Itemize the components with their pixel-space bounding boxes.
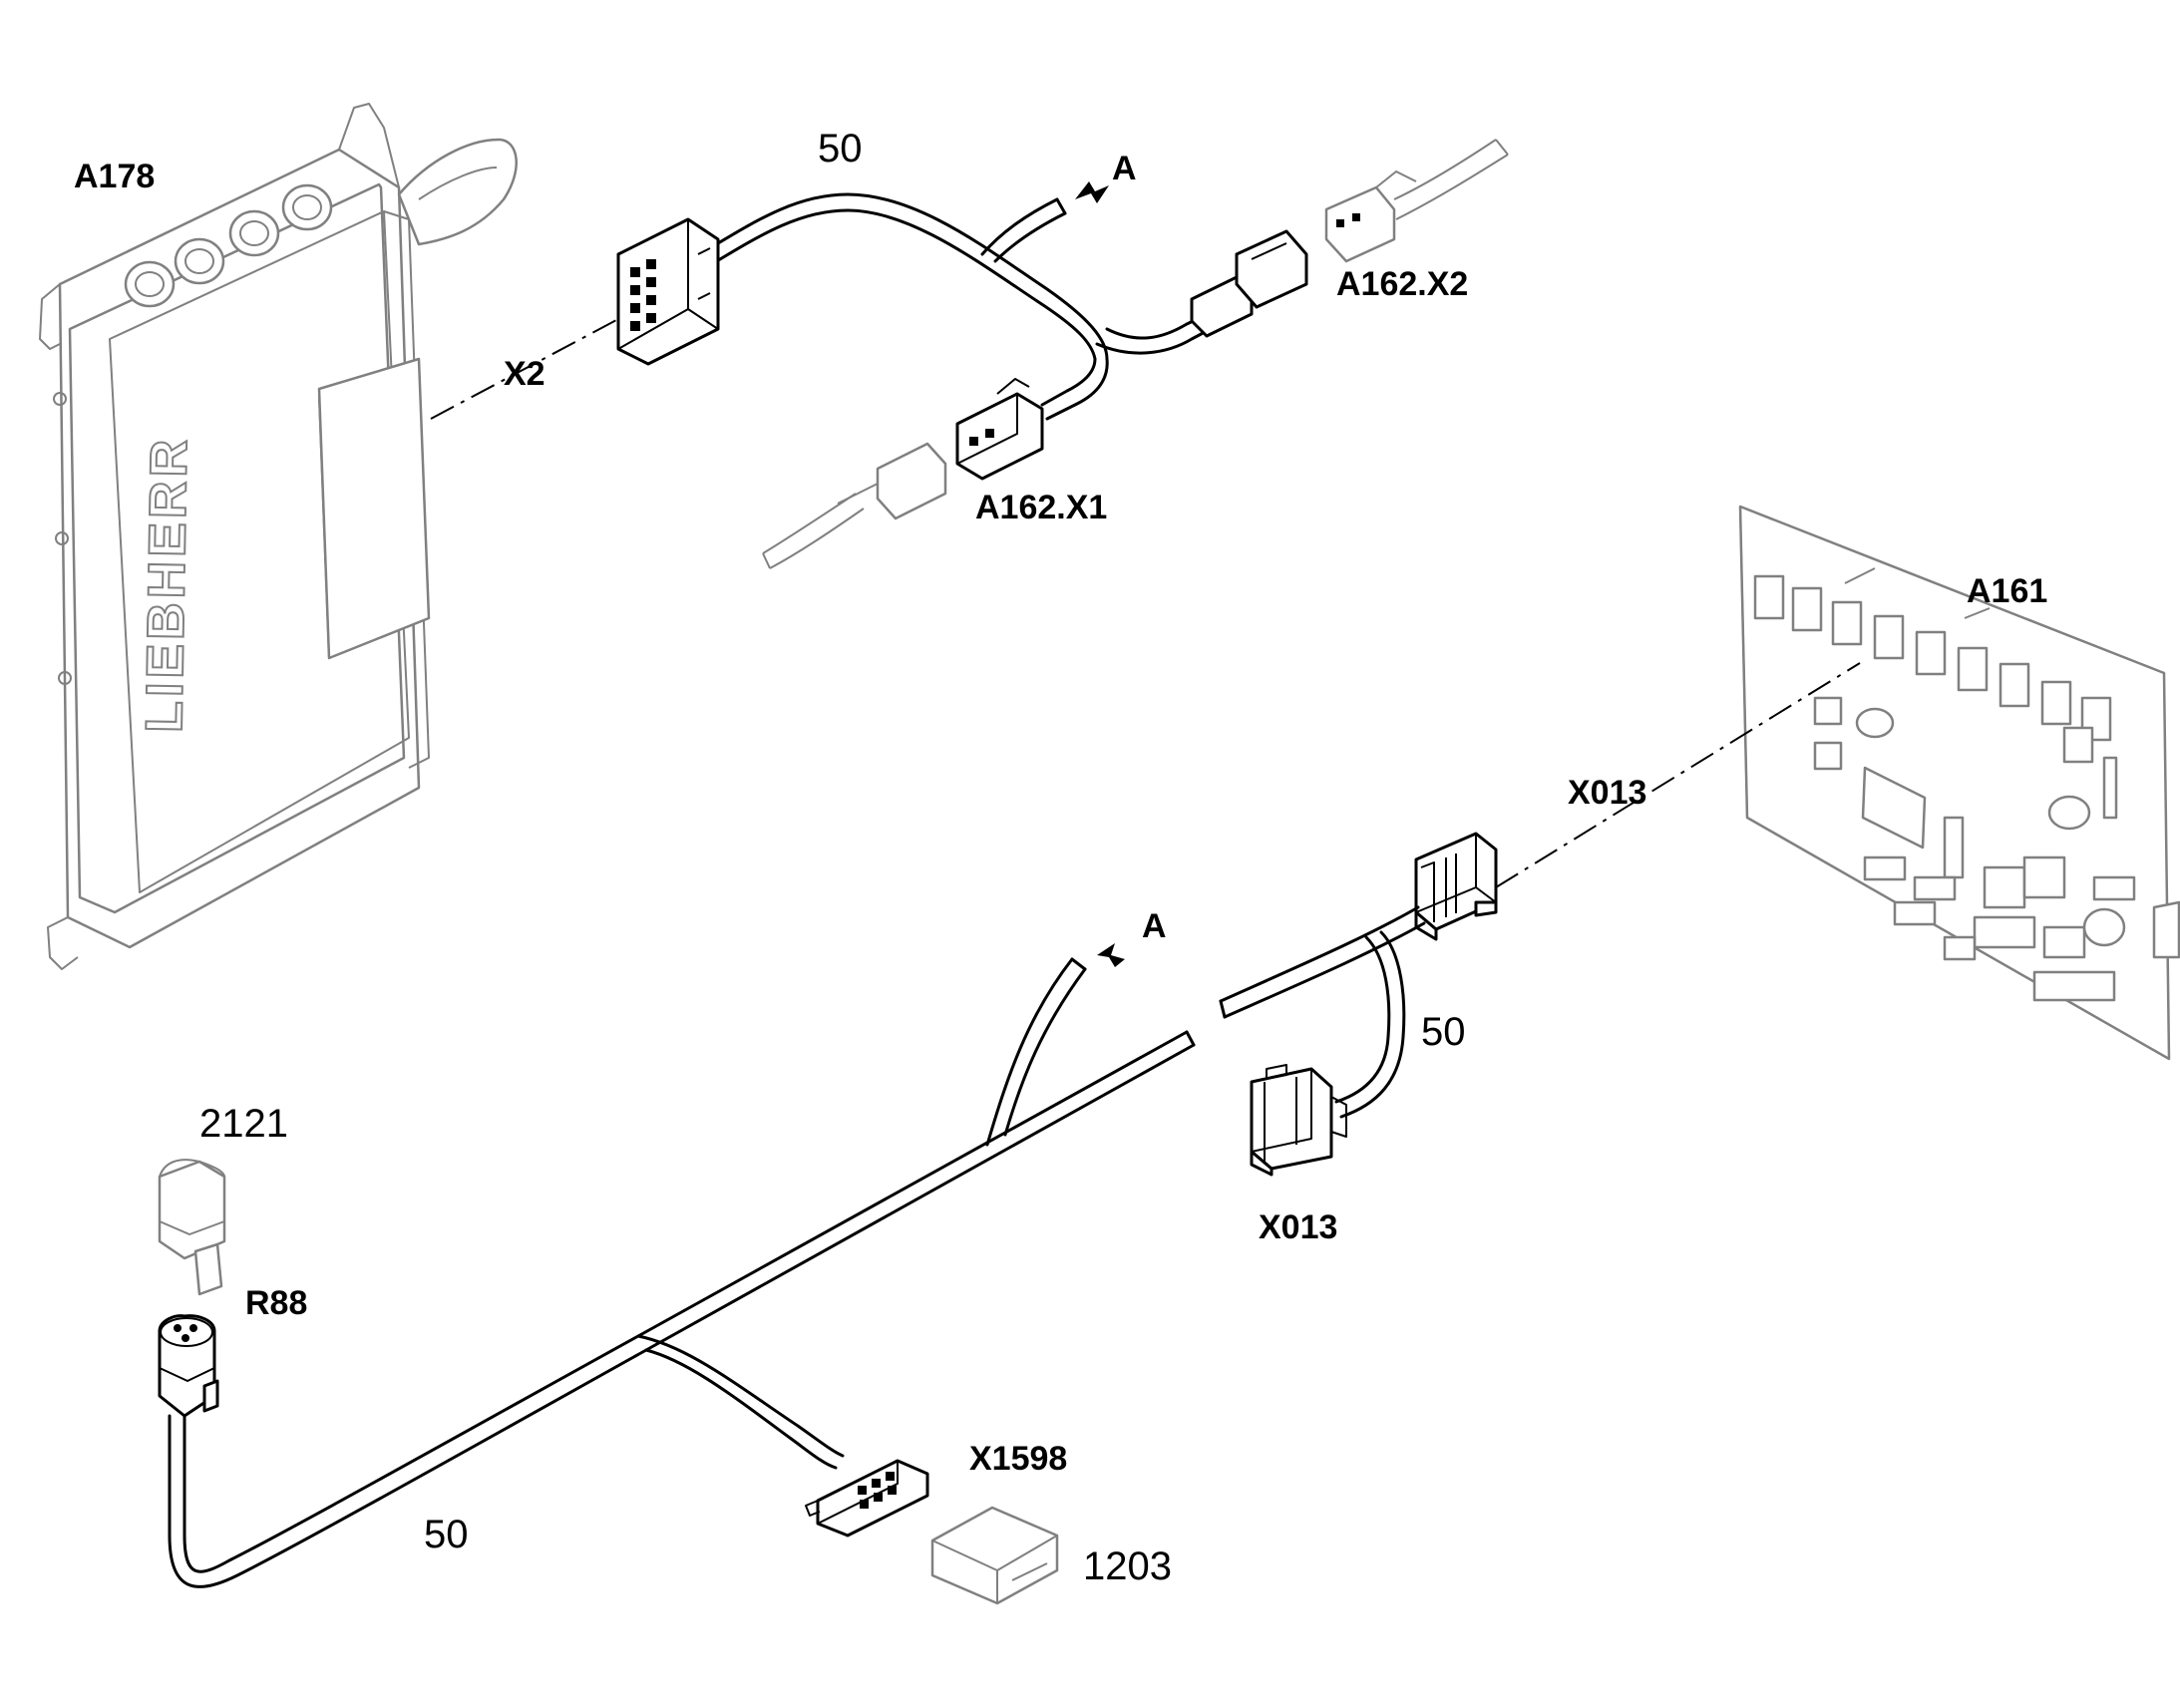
label-a178: A178 xyxy=(74,158,155,195)
a178-ports xyxy=(124,183,333,308)
label-a161: A161 xyxy=(1967,572,2047,610)
connector-a162-x2 xyxy=(1190,139,1509,338)
connector-x1598 xyxy=(805,1459,929,1537)
label-r88: R88 xyxy=(245,1284,307,1322)
connector-x013-bottom xyxy=(1250,1064,1347,1177)
part-2121 xyxy=(158,1159,226,1296)
leader-x013 xyxy=(1495,662,1861,888)
leader-x2 xyxy=(430,318,619,420)
a161-relays xyxy=(1753,574,2112,764)
connector-a162-x1 xyxy=(762,378,1044,569)
connector-x013-top xyxy=(1414,832,1498,941)
label-harness-top: 50 xyxy=(818,127,863,171)
label-part-2121: 2121 xyxy=(199,1102,288,1146)
brand-logo: LIEBHERR xyxy=(136,435,198,733)
label-x2: X2 xyxy=(504,355,545,393)
label-x1598: X1598 xyxy=(969,1440,1067,1478)
label-x013-top: X013 xyxy=(1568,774,1646,812)
label-harness-right: 50 xyxy=(1421,1010,1466,1054)
arrow-a-top xyxy=(1075,181,1109,203)
control-unit-a178: LIEBHERR xyxy=(39,103,518,970)
lower-harness xyxy=(168,905,1426,1588)
label-arrow-a-bottom: A xyxy=(1142,907,1167,945)
label-a162-x1: A162.X1 xyxy=(975,489,1107,526)
label-harness-bottom: 50 xyxy=(424,1513,469,1556)
circuit-board-a161 xyxy=(1738,505,2180,1061)
part-1203 xyxy=(930,1506,1059,1605)
connector-x2 xyxy=(616,217,720,366)
label-a162-x2: A162.X2 xyxy=(1336,265,1468,303)
connector-r88 xyxy=(158,1314,219,1418)
label-x013-bottom: X013 xyxy=(1259,1208,1337,1246)
label-part-1203: 1203 xyxy=(1083,1544,1172,1588)
label-arrow-a-top: A xyxy=(1112,150,1137,187)
arrow-a-bottom xyxy=(1097,943,1125,967)
upper-harness xyxy=(706,192,1209,421)
